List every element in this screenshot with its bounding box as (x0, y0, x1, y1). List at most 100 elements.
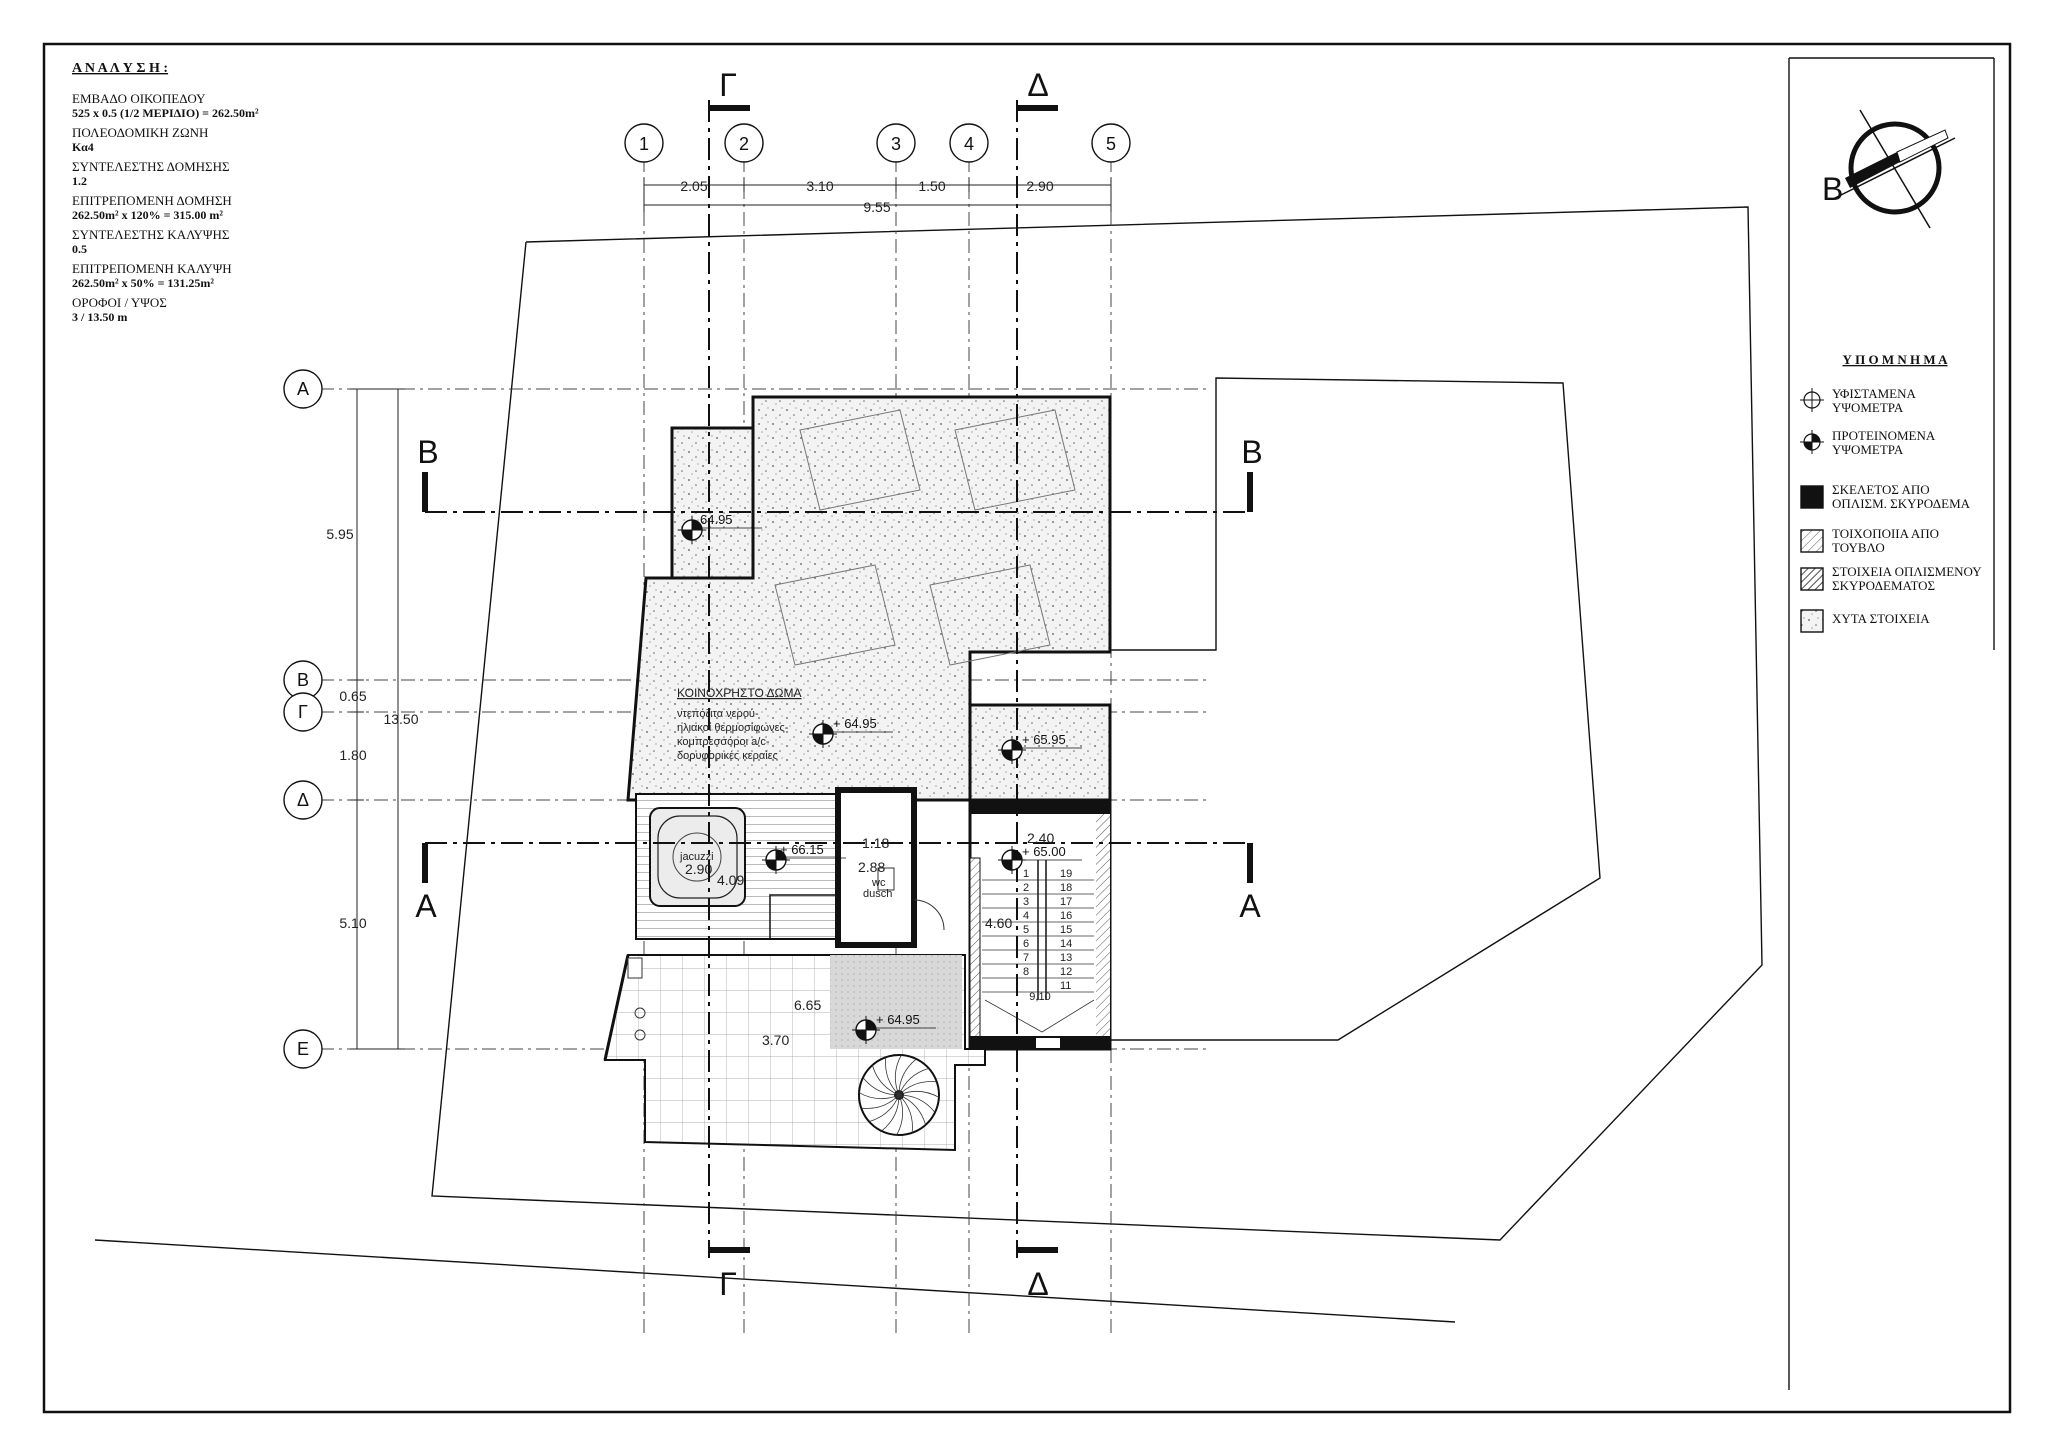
proposed-level-marker: + 65.95 (998, 732, 1082, 764)
plot-boundary (431, 206, 1763, 1241)
section-label-delta-top: Δ (1027, 67, 1048, 103)
stair-step-number: 4 (1023, 910, 1029, 922)
terrace-width: 6.65 (794, 997, 821, 1013)
road-edge (94, 1239, 1456, 1323)
stair-step-number: 15 (1060, 924, 1072, 936)
stair-step-number: 1 (1023, 868, 1029, 880)
level-value: + 66.15 (780, 842, 824, 857)
column-bubble-label: 4 (964, 134, 974, 154)
legend-label: ΥΨΟΜΕΤΡΑ (1832, 400, 1904, 415)
row-bubble (283, 780, 323, 820)
wc-room (835, 787, 917, 948)
north-arrow (1834, 109, 1956, 229)
stair-step-number: 18 (1060, 882, 1072, 894)
column-dimensions (643, 178, 1112, 212)
section-label-beta-left: Β (417, 434, 438, 470)
wc-label-2: dusch (863, 888, 892, 900)
legend-label: ΣΚΥΡΟΔΕΜΑΤΟΣ (1832, 578, 1935, 593)
analysis-label: ΟΡΟΦΟΙ / ΥΨΟΣ (72, 295, 167, 310)
section-label-gamma-top: Γ (719, 67, 737, 103)
existing-level-icon (1800, 388, 1824, 412)
column-bubble (724, 123, 764, 163)
roof-note: ηλιακοί θερμοσίφωνες- (677, 722, 789, 734)
reinforced-concrete-elements-icon (1800, 567, 1824, 591)
column-bubble-label: 3 (891, 134, 901, 154)
stair-step-number: 17 (1060, 896, 1072, 908)
legend-label: ΟΠΛΙΣΜ. ΣΚΥΡΟΔΕΜΑ (1832, 496, 1971, 511)
stair-step-number: 6 (1023, 938, 1029, 950)
stair-landing-number: 9,10 (1029, 991, 1050, 1003)
roof-note: ντεπόζιτα νερού- (677, 708, 759, 720)
section-label-alpha-right: Α (1239, 888, 1261, 924)
legend-label: ΤΟΙΧΟΠΟΙΙΑ ΑΠΟ (1832, 526, 1939, 541)
row-bubble-label: Β (297, 670, 309, 690)
terrace-depth: 3.70 (762, 1032, 789, 1048)
analysis-value: 525 x 0.5 (1/2 ΜΕΡΙΔΙΟ) = 262.50m² (72, 106, 259, 120)
stair-step-number: 2 (1023, 882, 1029, 894)
analysis-label: ΠΟΛΕΟΔΟΜΙΚΗ ΖΩΝΗ (72, 125, 208, 140)
stair-step-number: 14 (1060, 938, 1072, 950)
jacuzzi-label: jacuzzi (679, 851, 714, 863)
legend-title: Υ Π Ο Μ Ν Η Μ Α (1842, 352, 1948, 367)
row-bubble-label: Δ (297, 790, 309, 810)
stair-step-number: 13 (1060, 952, 1072, 964)
column-bubble-label: 2 (739, 134, 749, 154)
analysis-value: 1.2 (72, 174, 87, 188)
column-spacing: 2.05 (680, 178, 707, 194)
analysis-label: ΣΥΝΤΕΛΕΣΤΗΣ ΔΟΜΗΣΗΣ (72, 159, 230, 174)
column-bubble (876, 123, 916, 163)
analysis-value: 0.5 (72, 242, 87, 256)
stair-length: 4.60 (985, 915, 1012, 931)
section-line-gamma (708, 100, 750, 1258)
stair-treads (982, 879, 1094, 993)
row-bubble (283, 1029, 323, 1069)
proposed-level-marker: + 64.95 (852, 1012, 936, 1044)
brick-masonry-icon (1800, 529, 1824, 553)
small-room (670, 426, 755, 580)
stair-step-number: 16 (1060, 910, 1072, 922)
section-label-alpha-left: Α (415, 888, 437, 924)
section-line-delta (1016, 100, 1058, 1258)
stair-step-number: 7 (1023, 952, 1029, 964)
level-value: + 64.95 (876, 1012, 920, 1027)
stair-step-number: 11 (1060, 980, 1071, 992)
legend-label: ΥΨΟΜΕΤΡΑ (1832, 442, 1904, 457)
row-total: 13.50 (383, 711, 418, 727)
column-bubble (949, 123, 989, 163)
analysis-label: ΕΠΙΤΡΕΠΟΜΕΝΗ ΚΑΛΥΨΗ (72, 261, 232, 276)
stair-step-number: 5 (1023, 924, 1029, 936)
analysis-heading: Α Ν Α Λ Υ Σ Η : (72, 61, 168, 76)
row-spacing: 0.65 (339, 688, 366, 704)
analysis-value: 262.50m² x 50% = 131.25m² (72, 276, 214, 290)
wc-dim-w: 1.18 (862, 835, 889, 851)
proposed-level-marker: + 64.95 (809, 716, 893, 748)
jacuzzi-dim: 2.90 (685, 861, 712, 877)
analysis-value: 262.50m² x 120% = 315.00 m² (72, 208, 223, 222)
row-bubble-label: Α (297, 379, 309, 399)
row-spacing: 5.95 (326, 526, 353, 542)
proposed-level-marker: 64.95 (678, 512, 762, 544)
level-value: + 65.95 (1022, 732, 1066, 747)
column-bubbles: 1 2 3 4 5 (624, 123, 1131, 163)
row-dimensions (350, 388, 405, 1050)
legend-label: ΣΚΕΛΕΤΟΣ ΑΠΟ (1832, 482, 1930, 497)
analysis-value: 3 / 13.50 m (72, 310, 127, 324)
section-label-gamma-bottom: Γ (719, 1266, 737, 1302)
column-bubble-label: 1 (639, 134, 649, 154)
cast-elements-icon (1800, 609, 1824, 633)
deck-dim: 4.09 (717, 872, 744, 888)
column-bubble (624, 123, 664, 163)
section-label-beta-right: Β (1241, 434, 1262, 470)
row-bubble-label: Γ (298, 702, 308, 722)
analysis-label: ΕΜΒΑΔΟ ΟΙΚΟΠΕΔΟΥ (72, 91, 206, 106)
stair-step-number: 12 (1060, 966, 1072, 978)
column-bubble-label: 5 (1106, 134, 1116, 154)
column-total: 9.55 (863, 199, 890, 215)
column-spacing: 3.10 (806, 178, 833, 194)
